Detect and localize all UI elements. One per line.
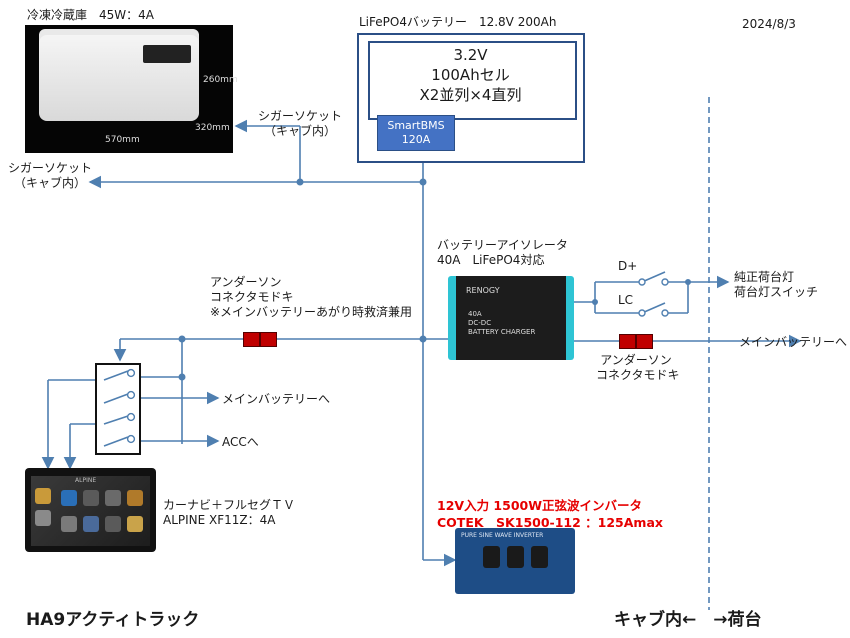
tail-switch-label: 純正荷台灯荷台灯スイッチ [734,270,819,299]
fridge-label: 冷凍冷蔵庫 45W：4A [27,8,154,22]
cigar-socket-label-2: シガーソケット（キャブ内） [7,161,92,190]
cigar-socket-label-1: シガーソケット（キャブ内） [257,109,342,138]
date-label: 2024/8/3 [742,17,796,31]
anderson-left-label: アンダーソン コネクタモドキ ※メインバッテリーあがり時救済兼用 [210,275,413,319]
main-battery-right-label: メインバッテリーへ [739,335,848,349]
relay-switch-box [95,363,141,455]
isolator-label: バッテリーアイソレータ 40A LiFePO4対応 [437,238,568,267]
navi-label: カーナビ＋フルセグＴＶ ALPINE XF11Z：4A [163,498,296,527]
inverter-label: 12V入力 1500W正弦波インバータ COTEK SK1500-112 ：12… [437,498,663,530]
inverter-panel-text: PURE SINE WAVE INVERTER [461,532,544,539]
car-navi-image: ALPINE [25,468,156,552]
battery-isolator-image: RENOGY 40A DC-DC BATTERY CHARGER [448,276,574,360]
isolator-brand: RENOGY [466,286,500,295]
inverter-image: PURE SINE WAVE INVERTER [455,528,575,594]
battery-cell-box [368,41,577,120]
cab-cargo-label: キャブ内← →荷台 [614,610,762,630]
fridge-dim-depth: 320mm [195,123,230,133]
lc-label: LC [618,293,634,307]
navi-brand: ALPINE [75,477,97,484]
acc-label: ACCへ [222,435,259,449]
isolator-model: 40A DC-DC BATTERY CHARGER [468,310,536,336]
battery-cell-text: 3.2V 100Ahセル X2並列×4直列 [419,46,522,104]
anderson-right-label: アンダーソンコネクタモドキ [596,353,680,382]
anderson-connector-left [243,332,277,347]
d-plus-label: D+ [618,259,638,273]
fridge-dim-height: 260mm [203,75,238,85]
main-battery-left-label: メインバッテリーへ [222,392,331,406]
fridge-image: 570mm 260mm 320mm [25,25,238,153]
fridge-dim-width: 570mm [105,135,140,145]
vehicle-title: HA9アクティトラック [26,610,200,630]
smart-bms-box: SmartBMS 120A [377,115,455,151]
battery-label: LiFePO4バッテリー 12.8V 200Ah [359,15,557,29]
anderson-connector-right [619,334,653,349]
